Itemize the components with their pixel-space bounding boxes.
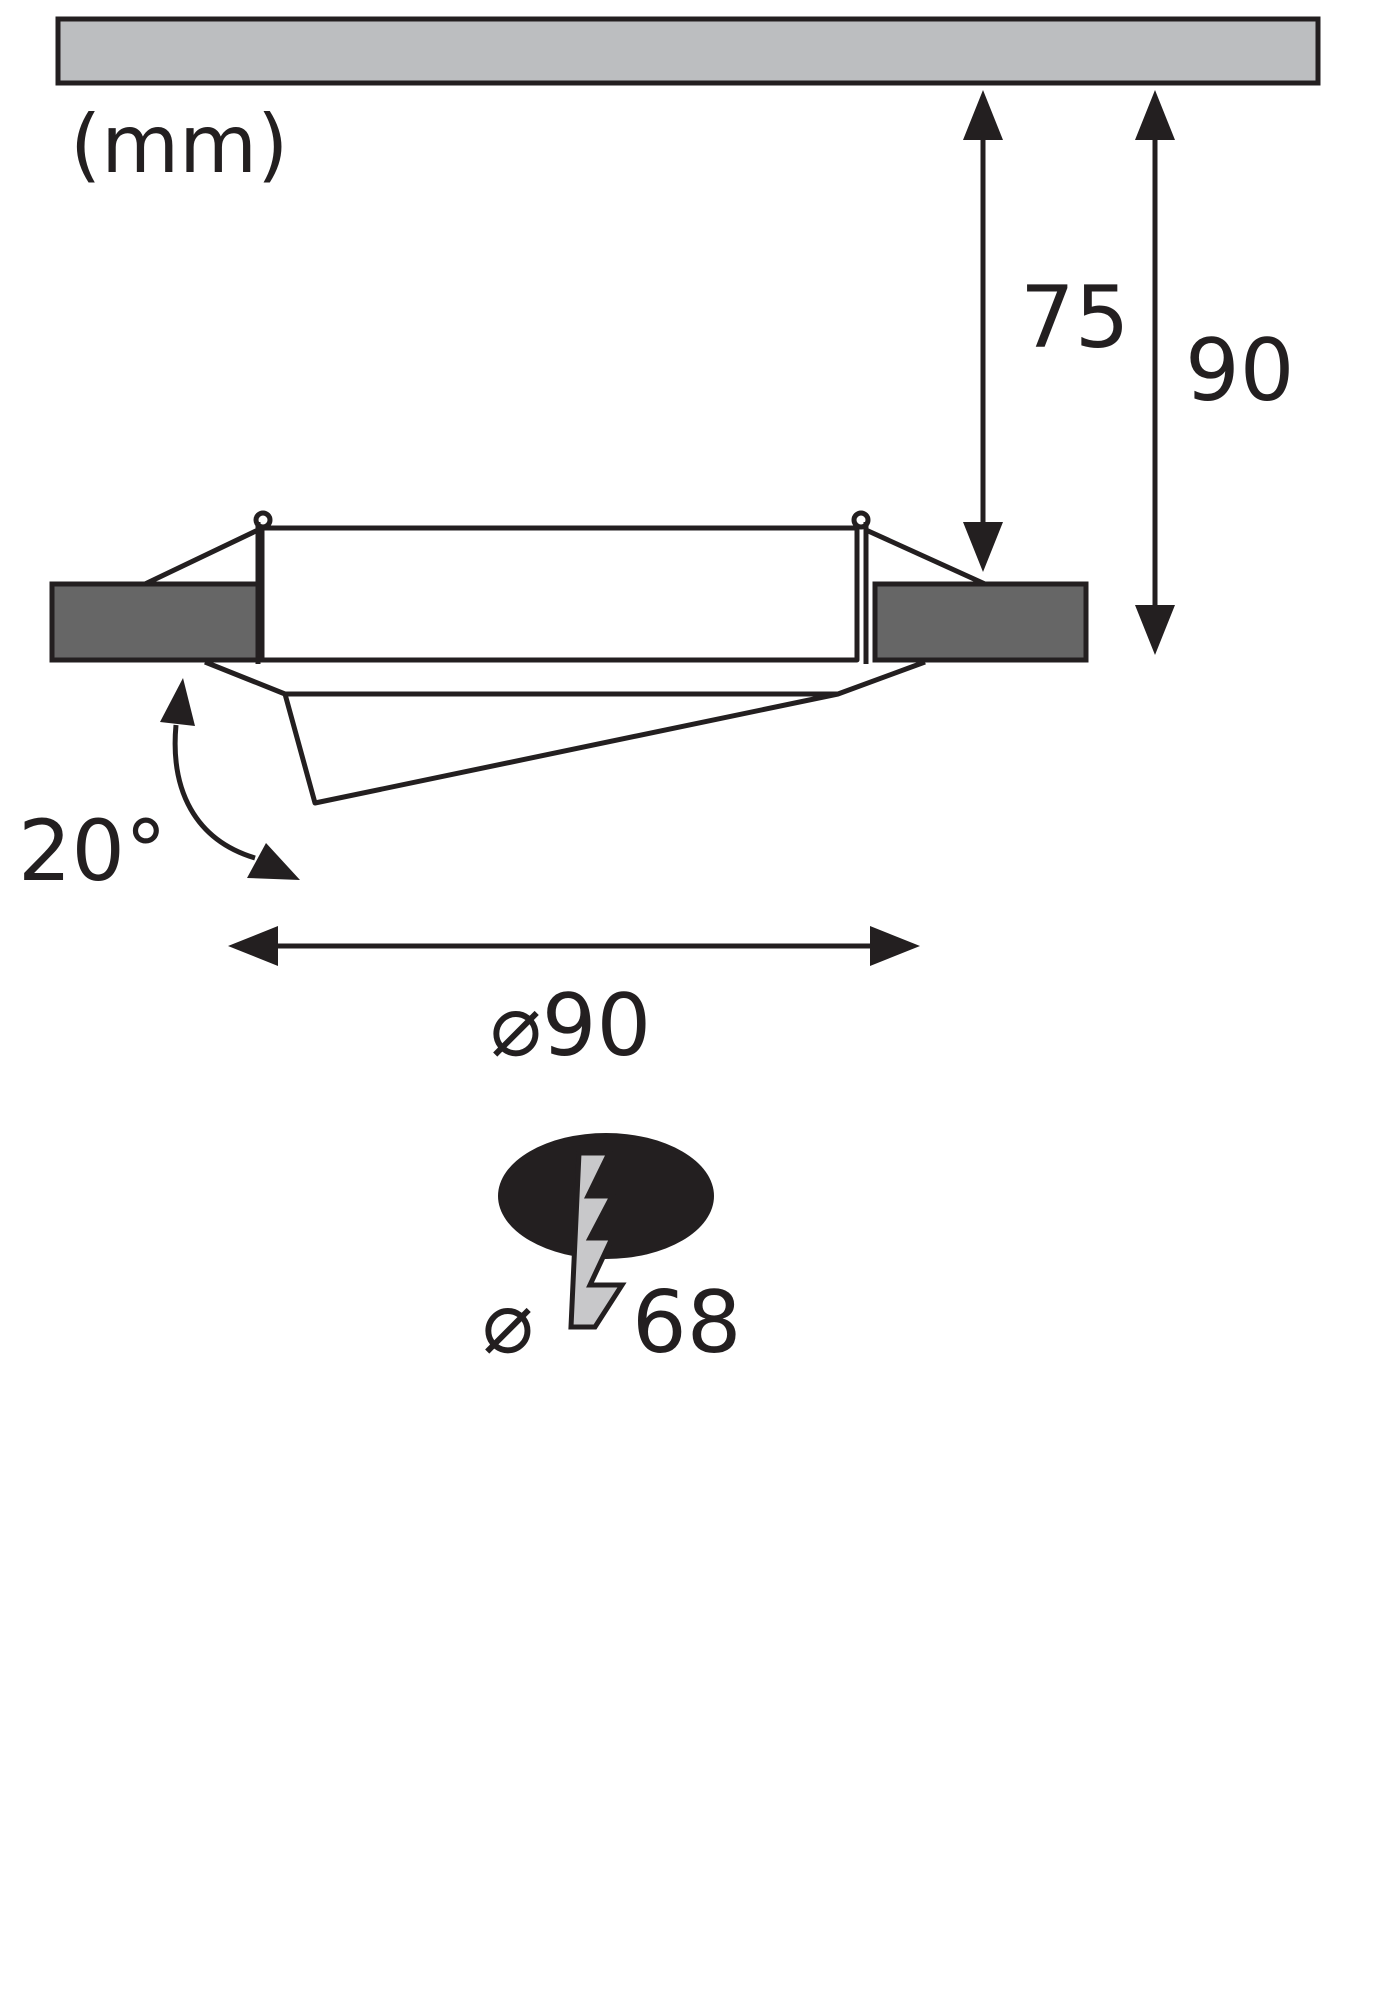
depth-dimension-arrow (963, 90, 1003, 572)
cutout-diameter-symbol: ⌀ (482, 1273, 534, 1373)
lightning-bolt-icon (568, 1150, 627, 1330)
depth-dimension-label: 75 (1020, 268, 1129, 368)
ceiling-icon (55, 16, 1321, 86)
cutout-diameter-label: 68 (632, 1273, 741, 1373)
luminaire-icon (143, 510, 987, 806)
units-label: (mm) (70, 98, 288, 191)
ceiling-board-right-icon (872, 581, 1089, 663)
outer-diameter-arrow (228, 926, 920, 966)
tilt-arrow-icon (160, 678, 300, 880)
tilt-angle-label: 20° (18, 802, 167, 900)
outer-diameter-label: ⌀90 (490, 976, 651, 1076)
ceiling-board-left-icon (49, 581, 265, 663)
height-dimension-label: 90 (1185, 321, 1294, 421)
height-dimension-arrow (1135, 90, 1175, 655)
